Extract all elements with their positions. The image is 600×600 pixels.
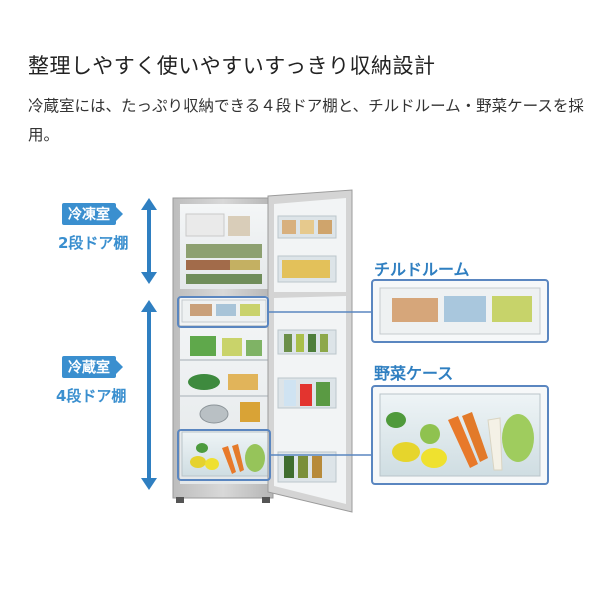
page-title: 整理しやすく使いやすいすっきり収納設計	[28, 54, 436, 78]
freezer-contents	[185, 213, 262, 284]
vegetable-case-label: 野菜ケース	[374, 364, 454, 383]
fridge-shelves	[180, 325, 268, 424]
open-door	[267, 189, 353, 513]
chilled-room-label: チルドルーム	[374, 260, 470, 279]
callout-connectors	[268, 311, 372, 456]
freezer-range-arrow	[141, 198, 157, 284]
chilled-room-drawer	[181, 299, 267, 323]
vegetable-drawer	[181, 431, 269, 477]
fridge-door-shelf-label: 4段ドア棚	[56, 387, 127, 405]
chilled-room-callout	[371, 279, 549, 343]
vegetable-case-callout	[371, 385, 549, 485]
fridge-range-arrow	[141, 300, 157, 490]
freezer-tag: 冷凍室	[62, 203, 123, 225]
freezer-door-shelf-label: 2段ドア棚	[58, 234, 129, 252]
fridge-tag: 冷蔵室	[62, 356, 123, 378]
description-text: 冷蔵室には、たっぷり収納できる４段ドア棚と、チルドルーム・野菜ケースを採用。	[28, 97, 584, 144]
